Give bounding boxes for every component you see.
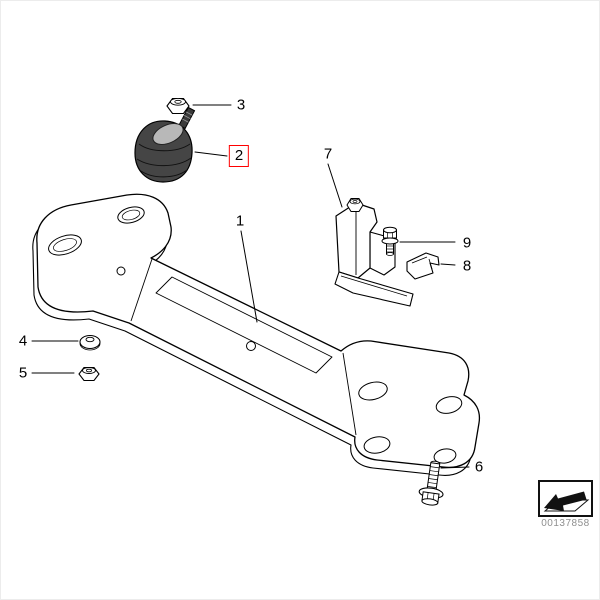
- callout-3: 3: [236, 96, 246, 114]
- washer-part4-drawing: [79, 334, 101, 351]
- nut-part3-drawing: [166, 97, 190, 115]
- leader-lines: [31, 104, 470, 469]
- bracket-part7-drawing: [334, 198, 414, 307]
- callout-5: 5: [18, 364, 28, 382]
- leader-line-8: [440, 263, 456, 266]
- callout-2: 2: [228, 145, 250, 167]
- leader-line-1: [240, 230, 258, 323]
- callout-9: 9: [462, 234, 472, 252]
- 3d-arrow-icon: [543, 491, 590, 512]
- callout-4: 4: [18, 332, 28, 350]
- stamp-icon-box: [538, 480, 593, 517]
- leader-line-6: [440, 466, 470, 469]
- image-stamp-number: 00137858: [541, 518, 590, 529]
- crossmember-drawing: [32, 193, 481, 476]
- leader-line-2: [194, 151, 228, 157]
- clip-part8-drawing: [406, 252, 440, 280]
- gearbox-mount-drawing: [134, 106, 196, 183]
- callout-8: 8: [462, 257, 472, 275]
- callout-1: 1: [235, 212, 245, 230]
- callout-6: 6: [474, 458, 484, 476]
- screw-part9-drawing: [381, 226, 399, 256]
- bolt-part6-drawing: [418, 460, 444, 506]
- leader-line-7: [327, 163, 343, 208]
- nut-part5-drawing: [78, 366, 100, 382]
- callout-7: 7: [323, 145, 333, 163]
